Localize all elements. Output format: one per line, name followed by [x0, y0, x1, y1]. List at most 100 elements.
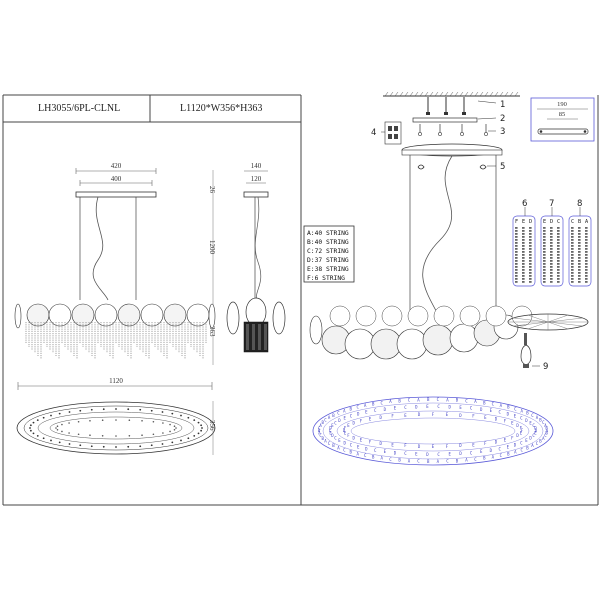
string-bead	[585, 275, 588, 277]
string-bead	[529, 266, 532, 268]
top-view-crystal	[115, 419, 117, 421]
top-view-crystal	[89, 434, 91, 437]
string-bead	[571, 281, 574, 283]
top-view-crystal	[58, 441, 61, 444]
string-bead	[515, 278, 518, 280]
layout-letter: D	[535, 428, 538, 433]
top-view-crystal	[115, 435, 117, 437]
string-bead	[550, 245, 553, 247]
layout-letter: F	[432, 412, 435, 417]
string-bead	[515, 266, 518, 268]
string-bead	[550, 269, 553, 271]
string-bead	[585, 257, 588, 259]
ceiling-hatch-mark	[454, 91, 459, 97]
ceiling-hatch-mark	[399, 91, 404, 97]
layout-letter: A	[319, 423, 322, 428]
layout-letter: C	[470, 406, 473, 411]
layout-letter: C	[465, 398, 468, 403]
layout-letter: E	[446, 412, 449, 417]
bulb	[520, 333, 532, 368]
layout-letter: F	[360, 419, 363, 424]
layout-letter: C	[350, 414, 353, 419]
string-bead	[585, 281, 588, 283]
string-bead	[571, 266, 574, 268]
string-bead	[571, 278, 574, 280]
layout-letter: C	[498, 410, 501, 415]
string-bead	[585, 269, 588, 271]
hook-eye	[484, 132, 488, 136]
side-disc-right	[272, 301, 286, 335]
top-view-crystal	[141, 434, 143, 437]
layout-letter: C	[329, 428, 332, 433]
top-view-crystal	[32, 421, 35, 424]
string-bead	[543, 245, 546, 247]
front-dim-canopy-h: 26	[208, 186, 216, 194]
layout-letter: C	[514, 407, 517, 412]
layout-letter: F	[520, 426, 523, 431]
string-bead	[578, 239, 581, 241]
top-view-crystal	[77, 433, 80, 436]
top-view-crystal	[150, 444, 153, 447]
string-bead	[585, 242, 588, 244]
string-bead	[543, 257, 546, 259]
ceiling-hatch-mark	[504, 91, 509, 97]
string-bead	[557, 251, 560, 253]
string-bead	[585, 236, 588, 238]
layout-letter: D	[418, 444, 421, 449]
string-bead	[529, 233, 532, 235]
exploded-disc	[422, 324, 454, 356]
exploded-disc-back	[407, 305, 429, 327]
top-view-crystal	[101, 434, 104, 437]
layout-letter: C	[498, 446, 501, 451]
string-bead	[578, 278, 581, 280]
part-label-8: 8	[577, 199, 582, 209]
layout-letter: A	[465, 458, 468, 463]
top-view-crystal	[150, 409, 153, 412]
top-view-crystal	[162, 432, 164, 434]
layout-letter: B	[398, 398, 401, 403]
layout-letter: A	[408, 458, 411, 463]
layout-letter: B	[332, 443, 335, 448]
string-bead	[557, 254, 560, 256]
string-column-frame	[512, 215, 536, 287]
string-bead	[571, 254, 574, 256]
top-view-crystal	[115, 446, 117, 448]
top-view-crystal	[141, 419, 143, 422]
layout-letter: B	[526, 411, 529, 416]
layout-letter: A	[500, 403, 503, 408]
top-view-crystal	[173, 425, 176, 428]
layout-letter: D	[415, 404, 418, 409]
top-view-crystal	[162, 422, 164, 424]
leader-lines	[381, 100, 581, 367]
string-bead	[515, 251, 518, 253]
front-disc	[117, 303, 141, 327]
legend-e: E:38 STRING	[307, 266, 349, 273]
top-view-crystal	[169, 430, 171, 433]
string-bead	[522, 236, 525, 238]
layout-letter: D	[514, 443, 517, 448]
exploded-disc-back	[381, 305, 403, 327]
front-dim-bottom-width: 1120	[109, 377, 123, 385]
top-view-crystal	[77, 420, 80, 423]
string-bead	[522, 230, 525, 232]
front-disc	[48, 303, 72, 327]
string-bead	[571, 269, 574, 271]
layout-letter: D	[426, 452, 429, 457]
screw-head	[444, 112, 448, 115]
layout-letter: A	[492, 454, 495, 459]
string-bead	[515, 272, 518, 274]
layout-letter: E	[529, 420, 532, 425]
ceiling-hatch-mark	[489, 91, 494, 97]
top-view-crystal	[128, 434, 131, 437]
layout-letter: F	[521, 428, 524, 433]
string-bead	[522, 245, 525, 247]
detail-dim-outer: 190	[557, 101, 567, 108]
layout-letter: D	[352, 421, 355, 426]
front-disc	[94, 303, 118, 327]
top-view-crystal	[50, 439, 52, 442]
layout-letter: B	[483, 456, 486, 461]
frame-spoke	[527, 314, 549, 323]
layout-letter: F	[484, 441, 487, 446]
layout-letter: F	[504, 419, 507, 424]
string-bead	[550, 230, 553, 232]
